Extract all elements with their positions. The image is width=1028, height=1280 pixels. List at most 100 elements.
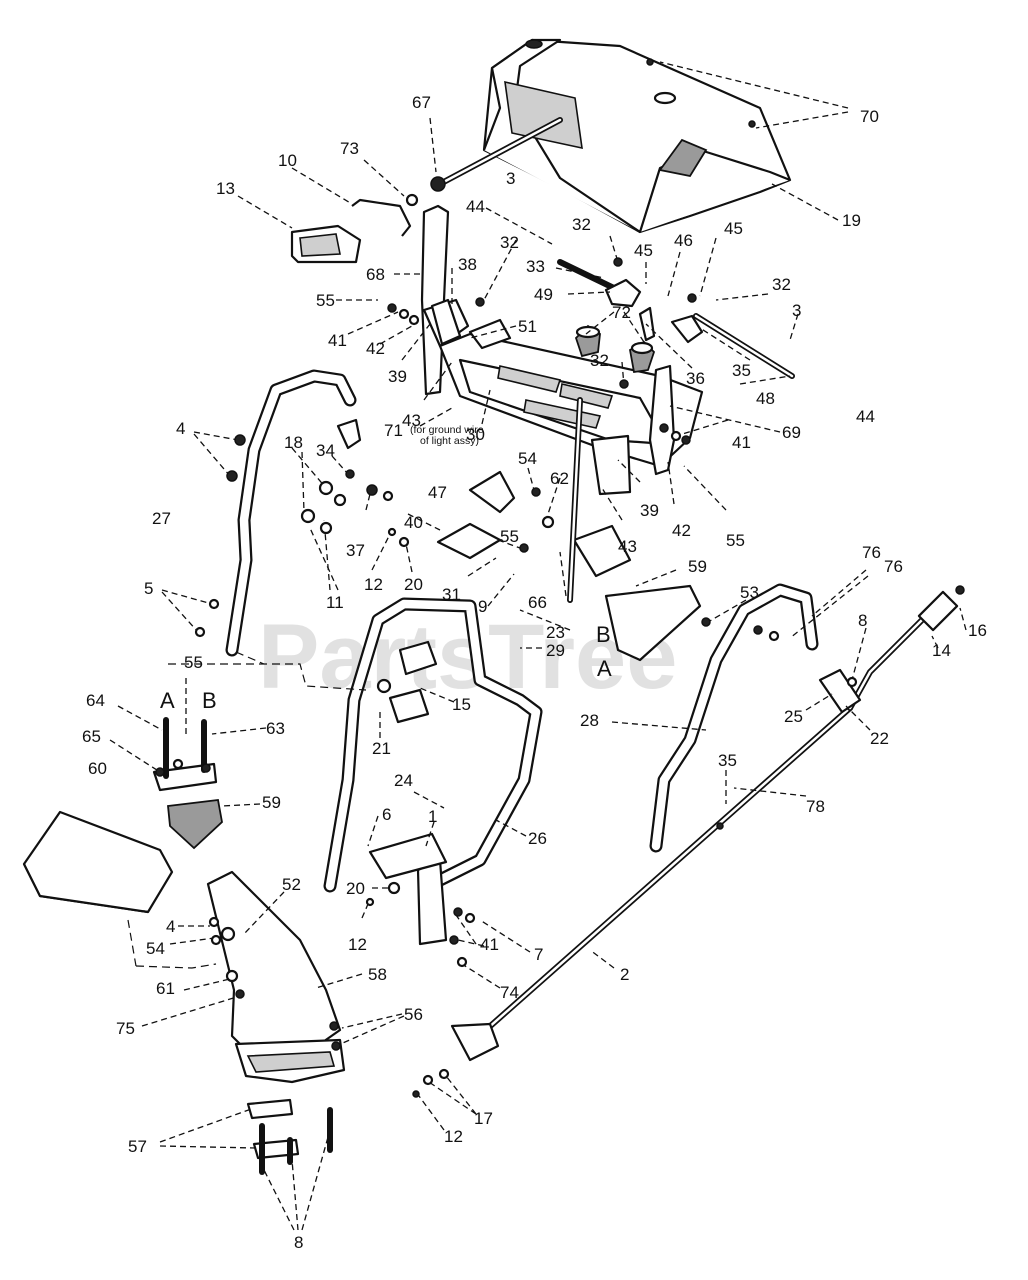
callout-17: 17 <box>474 1109 493 1128</box>
callout-36: 36 <box>686 369 705 388</box>
callout-20a: 20 <box>404 575 423 594</box>
callout-43b: 43 <box>618 537 637 556</box>
callout-12a: 12 <box>364 575 383 594</box>
callout-78: 78 <box>806 797 825 816</box>
callout-55b: 55 <box>726 531 745 550</box>
linkage-brackets <box>468 278 704 350</box>
lower-handle <box>323 597 543 946</box>
callout-58: 58 <box>368 965 387 984</box>
callout-74: 74 <box>500 983 519 1002</box>
callout-22: 22 <box>870 729 889 748</box>
callout-65: 65 <box>82 727 101 746</box>
dash-panel <box>482 38 792 234</box>
callout-37: 37 <box>346 541 365 560</box>
callout-41a: 41 <box>328 331 347 350</box>
callout-16: 16 <box>968 621 987 640</box>
upper-handle-left <box>225 369 362 657</box>
section-mark-lower-a: A <box>160 688 175 713</box>
callout-35a: 35 <box>732 361 751 380</box>
ground-note-line2: of light assy) <box>420 435 479 447</box>
handle-bracket-right <box>590 364 676 496</box>
callout-27: 27 <box>152 509 171 528</box>
callout-5: 5 <box>144 579 153 598</box>
callout-1: 1 <box>428 807 437 826</box>
callout-73: 73 <box>340 139 359 158</box>
callout-59a: 59 <box>688 557 707 576</box>
callout-38: 38 <box>458 255 477 274</box>
callout-8a: 8 <box>858 611 867 630</box>
callout-15: 15 <box>452 695 471 714</box>
callout-64: 64 <box>86 691 105 710</box>
chute-control-assembly <box>436 397 702 662</box>
callout-40: 40 <box>404 513 423 532</box>
location-lines <box>127 651 367 969</box>
callout-28: 28 <box>580 711 599 730</box>
callout-labels: 70 67 73 10 13 19 3 44 32 32 45 46 45 33… <box>82 93 987 1252</box>
callout-49: 49 <box>534 285 553 304</box>
callout-12c: 12 <box>444 1127 463 1146</box>
callout-54b: 54 <box>146 939 165 958</box>
callout-34: 34 <box>316 441 335 460</box>
callout-67: 67 <box>412 93 431 112</box>
callout-62: 62 <box>550 469 569 488</box>
callout-39a: 39 <box>388 367 407 386</box>
callout-69: 69 <box>782 423 801 442</box>
callout-63: 63 <box>266 719 285 738</box>
callout-45b: 45 <box>724 219 743 238</box>
callout-68: 68 <box>366 265 385 284</box>
callout-23: 23 <box>546 623 565 642</box>
callout-43a: 43 <box>402 411 421 430</box>
section-mark-lower-b: B <box>202 688 217 713</box>
shift-rod-upper <box>557 259 795 379</box>
chute-mount-bracket <box>152 717 218 792</box>
callout-31: 31 <box>442 585 461 604</box>
callout-30: 30 <box>466 425 485 444</box>
callout-21: 21 <box>372 739 391 758</box>
chute-deflector <box>22 810 174 914</box>
callout-44b: 44 <box>856 407 875 426</box>
wire-clip <box>351 198 412 237</box>
callout-32a: 32 <box>572 215 591 234</box>
callout-12b: 12 <box>348 935 367 954</box>
callout-10: 10 <box>278 151 297 170</box>
upper-handle-right <box>649 583 819 853</box>
callout-57: 57 <box>128 1137 147 1156</box>
knobs <box>574 324 656 374</box>
callout-76b: 76 <box>884 557 903 576</box>
callout-66: 66 <box>528 593 547 612</box>
callout-61: 61 <box>156 979 175 998</box>
callout-8b: 8 <box>294 1233 303 1252</box>
callout-55a: 55 <box>316 291 335 310</box>
callout-76a: 76 <box>862 543 881 562</box>
callout-29: 29 <box>546 641 565 660</box>
callout-32c: 32 <box>772 275 791 294</box>
callout-25: 25 <box>784 707 803 726</box>
hardware <box>155 257 965 1175</box>
callout-7: 7 <box>534 945 543 964</box>
callout-52: 52 <box>282 875 301 894</box>
callout-39b: 39 <box>640 501 659 520</box>
callout-4b: 4 <box>166 917 175 936</box>
callout-3b: 3 <box>792 301 801 320</box>
callout-75: 75 <box>116 1019 135 1038</box>
callout-33: 33 <box>526 257 545 276</box>
callout-54a: 54 <box>518 449 537 468</box>
callout-48: 48 <box>756 389 775 408</box>
pivot-bracket <box>430 298 462 346</box>
callout-20b: 20 <box>346 879 365 898</box>
callout-60: 60 <box>88 759 107 778</box>
callout-42a: 42 <box>366 339 385 358</box>
callout-46: 46 <box>674 231 693 250</box>
callout-32d: 32 <box>590 351 609 370</box>
callout-55d: 55 <box>184 653 203 672</box>
callout-56: 56 <box>404 1005 423 1024</box>
callout-18: 18 <box>284 433 303 452</box>
callout-2: 2 <box>620 965 629 984</box>
callout-44a: 44 <box>466 197 485 216</box>
ground-note-line1: (for ground wire <box>410 424 484 436</box>
discharge-chute <box>206 870 346 1084</box>
callout-53: 53 <box>740 583 759 602</box>
callout-59b: 59 <box>262 793 281 812</box>
callout-6: 6 <box>382 805 391 824</box>
